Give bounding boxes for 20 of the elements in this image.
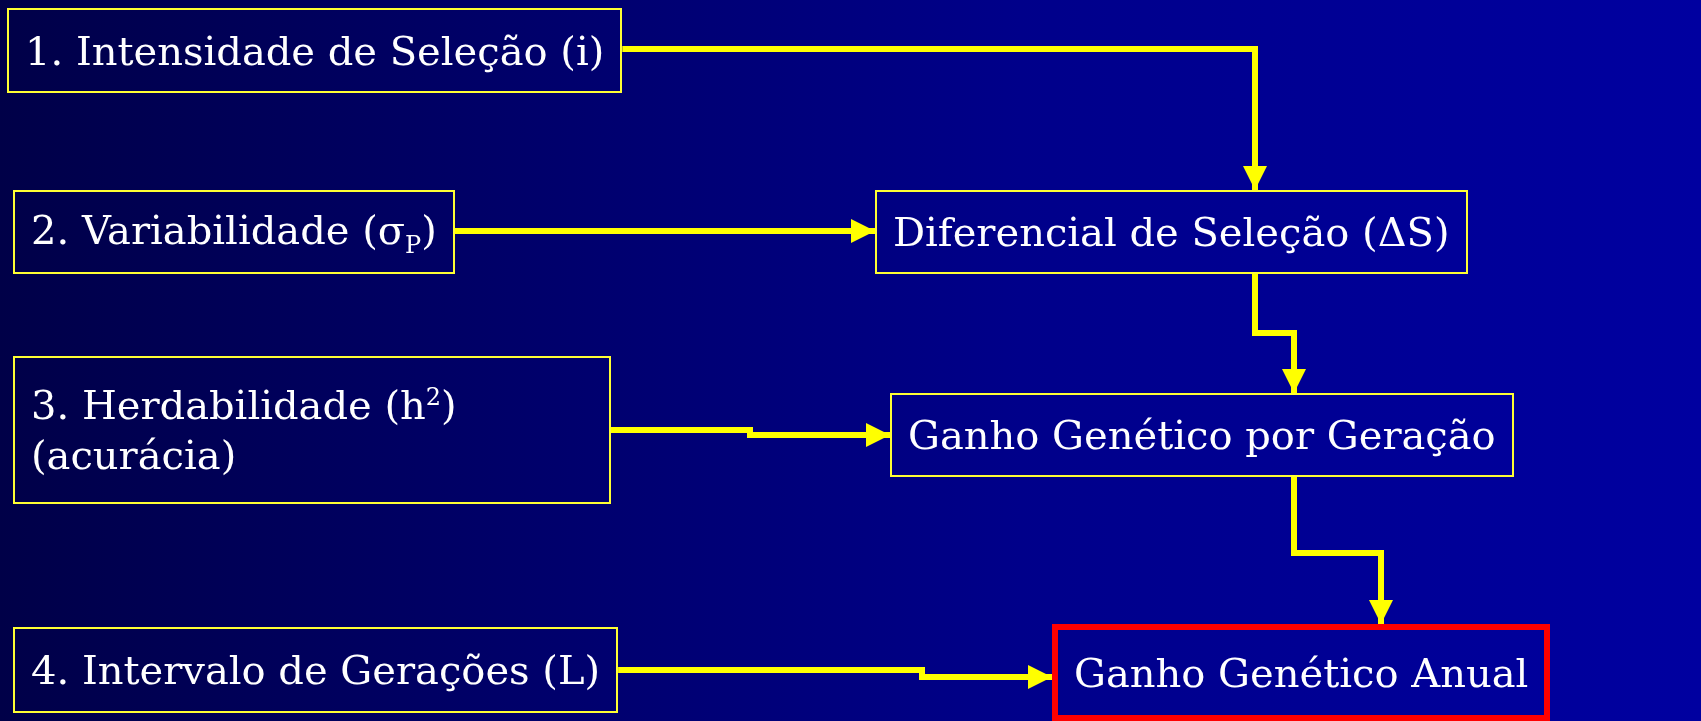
box-label: 1. Intensidade de Seleção (i) xyxy=(25,26,605,76)
box-label: Diferencial de Seleção (ΔS) xyxy=(893,208,1450,257)
arrow xyxy=(454,219,875,243)
box-label: 4. Intervalo de Gerações (L) xyxy=(31,646,601,695)
highlighted-result-box xyxy=(1052,624,1551,721)
box-label: 3. Herdabilidade (h$^{2}$) (acurácia) xyxy=(31,381,458,480)
box-label: 2. Variabilidade (σ$_{P}$) xyxy=(31,205,437,260)
process-box xyxy=(890,393,1514,477)
process-box xyxy=(13,190,455,274)
process-box xyxy=(13,356,611,504)
process-box xyxy=(875,190,1468,274)
arrow xyxy=(622,46,1267,190)
arrow xyxy=(611,423,890,447)
arrow xyxy=(1252,274,1306,393)
box-label: Ganho Genético Anual xyxy=(1074,648,1529,698)
process-box xyxy=(7,8,623,93)
arrow xyxy=(1291,477,1393,624)
box-label: Ganho Genético por Geração xyxy=(908,411,1496,460)
arrow xyxy=(618,665,1052,689)
process-box xyxy=(13,627,619,713)
